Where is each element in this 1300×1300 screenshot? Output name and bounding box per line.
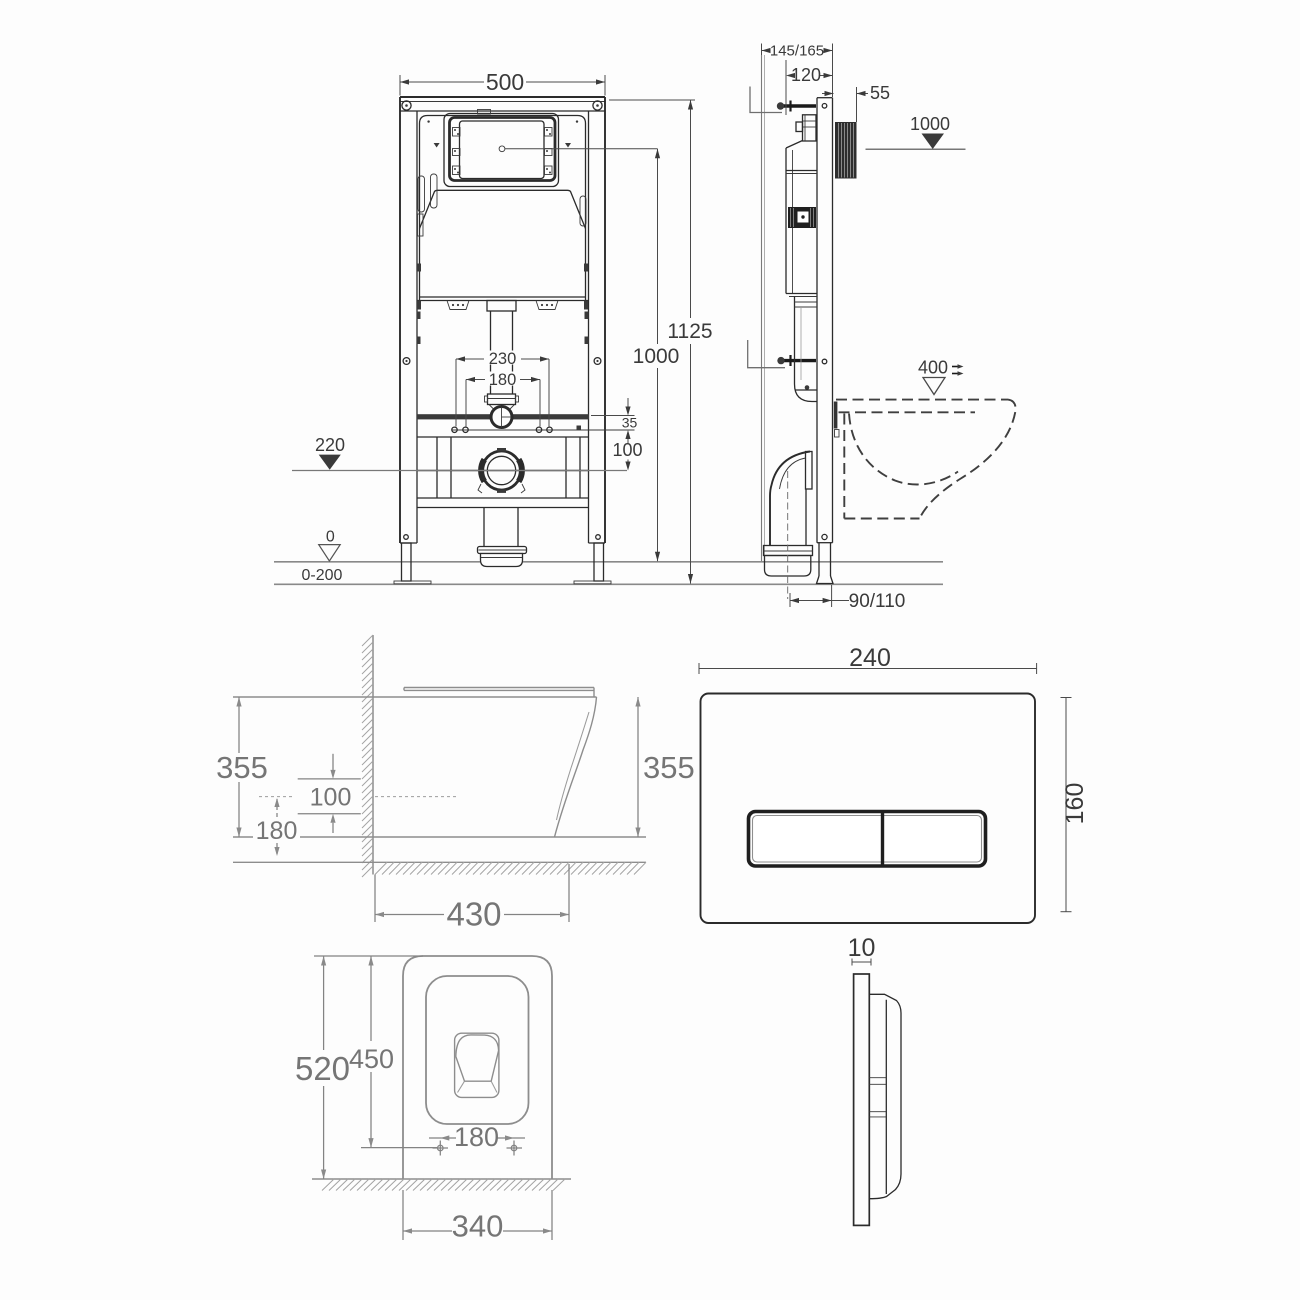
svg-text:1125: 1125 bbox=[667, 320, 712, 343]
svg-text:180: 180 bbox=[454, 1122, 499, 1152]
svg-text:180: 180 bbox=[256, 817, 298, 845]
svg-text:430: 430 bbox=[446, 896, 501, 933]
svg-text:520: 520 bbox=[295, 1050, 350, 1087]
svg-text:145/165: 145/165 bbox=[770, 43, 824, 60]
svg-text:0: 0 bbox=[326, 529, 335, 546]
svg-text:100: 100 bbox=[310, 784, 352, 812]
svg-text:160: 160 bbox=[1061, 783, 1089, 825]
svg-text:100: 100 bbox=[612, 440, 642, 460]
svg-text:355: 355 bbox=[643, 750, 695, 785]
svg-text:240: 240 bbox=[849, 644, 891, 672]
svg-text:400: 400 bbox=[918, 358, 948, 378]
svg-text:55: 55 bbox=[870, 83, 890, 103]
svg-text:340: 340 bbox=[452, 1209, 504, 1244]
svg-text:180: 180 bbox=[489, 371, 517, 389]
svg-text:120: 120 bbox=[791, 65, 821, 85]
svg-text:90/110: 90/110 bbox=[849, 591, 906, 612]
svg-text:220: 220 bbox=[315, 435, 345, 455]
svg-text:1000: 1000 bbox=[633, 345, 680, 368]
svg-text:10: 10 bbox=[848, 934, 876, 962]
svg-text:230: 230 bbox=[489, 350, 517, 368]
svg-text:355: 355 bbox=[216, 750, 268, 785]
svg-text:35: 35 bbox=[622, 415, 638, 431]
svg-text:0-200: 0-200 bbox=[302, 567, 343, 584]
svg-text:1000: 1000 bbox=[910, 114, 950, 134]
svg-text:450: 450 bbox=[349, 1044, 394, 1074]
svg-text:500: 500 bbox=[486, 69, 524, 95]
